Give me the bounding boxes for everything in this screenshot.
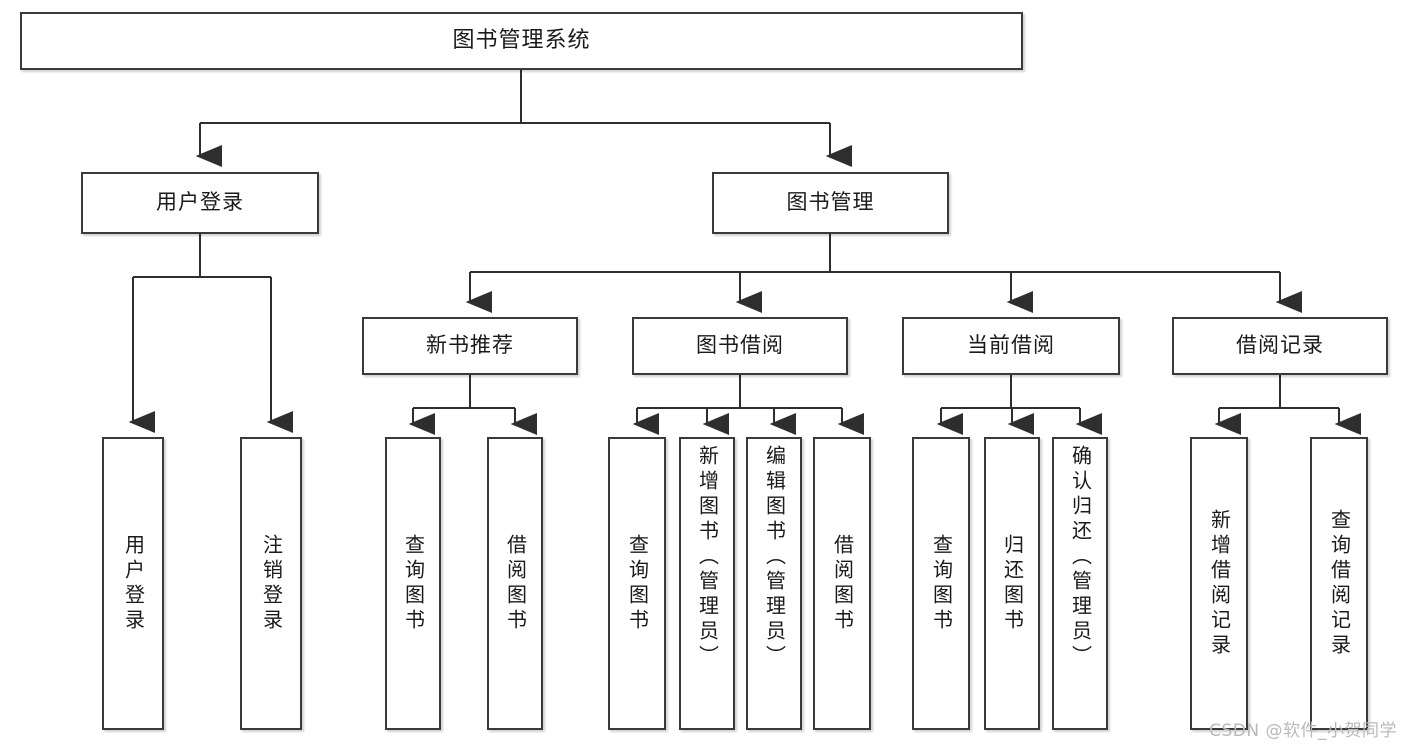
leaf-query-borrow-record-label: 查询借阅记录 <box>1327 508 1352 659</box>
leaf-edit-book-admin[interactable]: 编辑图书（管理员） <box>746 437 802 730</box>
node-root[interactable]: 图书管理系统 <box>20 12 1023 70</box>
leaf-add-borrow-record-label: 新增借阅记录 <box>1207 508 1232 659</box>
node-user-login[interactable]: 用户登录 <box>81 172 319 234</box>
node-book-borrow-label: 图书借阅 <box>696 333 784 358</box>
leaf-query-book-borrow-label: 查询图书 <box>625 533 650 634</box>
leaf-add-book-admin[interactable]: 新增图书（管理员） <box>679 437 735 730</box>
node-borrow-record[interactable]: 借阅记录 <box>1172 317 1388 375</box>
leaf-query-book-recommend[interactable]: 查询图书 <box>385 437 441 730</box>
node-new-book-recommend-label: 新书推荐 <box>426 333 514 358</box>
leaf-return-book[interactable]: 归还图书 <box>984 437 1040 730</box>
node-book-management[interactable]: 图书管理 <box>712 172 949 234</box>
node-current-borrow[interactable]: 当前借阅 <box>902 317 1120 375</box>
watermark-text: CSDN @软件_小贺同学 <box>1209 721 1397 741</box>
node-root-label: 图书管理系统 <box>452 27 591 53</box>
leaf-add-borrow-record[interactable]: 新增借阅记录 <box>1190 437 1248 730</box>
leaf-borrow-book-recommend[interactable]: 借阅图书 <box>487 437 543 730</box>
leaf-query-book-current-label: 查询图书 <box>929 533 954 634</box>
node-user-login-label: 用户登录 <box>156 190 244 215</box>
leaf-add-book-admin-label: 新增图书（管理员） <box>695 445 720 670</box>
node-book-borrow[interactable]: 图书借阅 <box>632 317 848 375</box>
leaf-query-book-borrow[interactable]: 查询图书 <box>608 437 666 730</box>
leaf-user-logout[interactable]: 注销登录 <box>240 437 302 730</box>
leaf-borrow-book-label: 借阅图书 <box>830 533 855 634</box>
node-new-book-recommend[interactable]: 新书推荐 <box>362 317 578 375</box>
leaf-user-logout-label: 注销登录 <box>259 533 284 634</box>
node-current-borrow-label: 当前借阅 <box>967 333 1055 358</box>
leaf-edit-book-admin-label: 编辑图书（管理员） <box>762 445 787 670</box>
leaf-user-login-label: 用户登录 <box>121 533 146 634</box>
leaf-confirm-return-admin-label: 确认归还（管理员） <box>1068 445 1093 670</box>
leaf-query-borrow-record[interactable]: 查询借阅记录 <box>1310 437 1368 730</box>
leaf-borrow-book-recommend-label: 借阅图书 <box>503 533 528 634</box>
leaf-query-book-recommend-label: 查询图书 <box>401 533 426 634</box>
leaf-user-login[interactable]: 用户登录 <box>102 437 164 730</box>
leaf-confirm-return-admin[interactable]: 确认归还（管理员） <box>1052 437 1108 730</box>
node-book-management-label: 图书管理 <box>786 190 875 215</box>
leaf-borrow-book[interactable]: 借阅图书 <box>813 437 871 730</box>
node-borrow-record-label: 借阅记录 <box>1236 333 1324 358</box>
leaf-return-book-label: 归还图书 <box>1000 533 1025 634</box>
leaf-query-book-current[interactable]: 查询图书 <box>912 437 970 730</box>
